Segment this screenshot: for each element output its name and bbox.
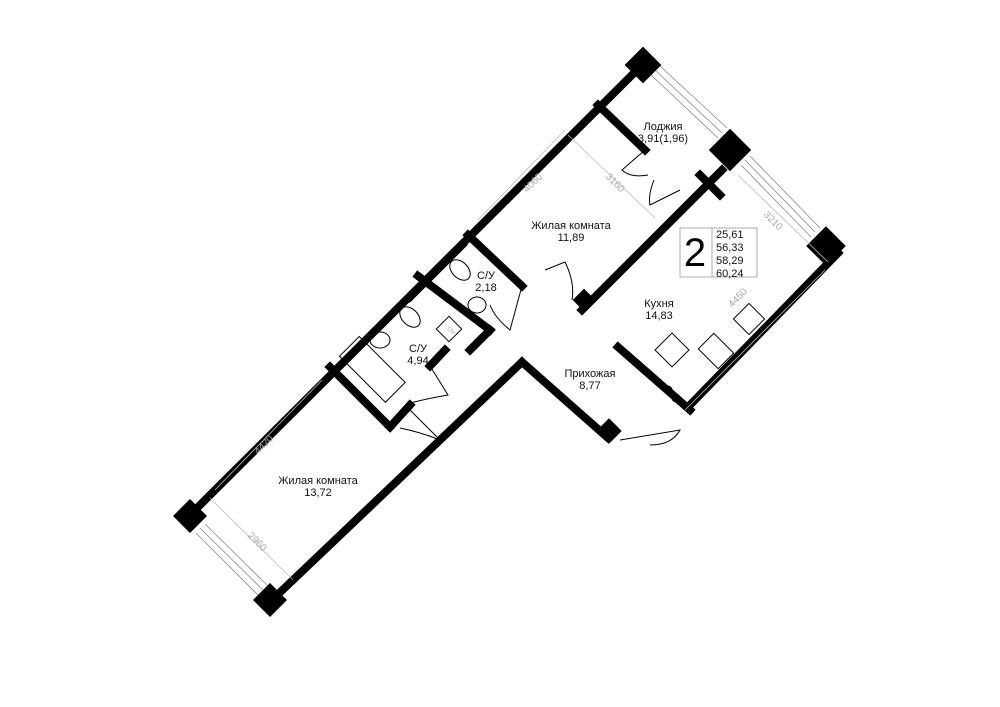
sink-bowl-icon [671,393,681,403]
area-value: 25,61 [716,229,744,241]
walls [173,46,846,617]
rooms-count: 2 [684,231,706,275]
room-name-living-2: Жилая комната [278,475,358,487]
room-area-bathroom-2: 4,94 [407,355,428,367]
area-value: 58,29 [716,255,744,267]
room-area-kitchen: 14,83 [645,310,673,322]
toilet-icon [449,259,471,281]
washer-label: СМ [445,326,456,337]
room-name-bathroom-1: С/У [477,270,496,282]
dimension-label: 4060 [521,171,545,195]
fixtures: СМ [338,259,766,403]
room-area-living-1: 11,89 [558,232,585,244]
sink-bowl-icon [663,385,673,395]
room-name-bathroom-2: С/У [409,343,428,355]
room-labels: Лоджия 3,91(1,96) Жилая комната 11,89 С/… [278,121,688,499]
room-area-loggia: 3,91(1,96) [638,133,688,145]
dimension-label: 3210 [761,209,785,233]
oven-icon [697,332,735,370]
area-value: 60,24 [716,268,744,280]
room-area-bathroom-1: 2,18 [475,282,496,294]
room-name-hallway: Прихожая [565,368,616,380]
stove-icon [654,332,690,368]
washing-machine-icon [435,315,463,343]
area-value: 56,33 [716,242,744,254]
dimension-lines [209,129,829,581]
doors [399,149,681,446]
toilet-icon [399,306,421,328]
windows [195,65,821,598]
dimension-label: 2960 [245,530,269,554]
sink-icon [369,331,391,349]
apartment-info-box: 2 25,61 56,33 58,29 60,24 [679,227,758,280]
room-name-living-1: Жилая комната [531,220,611,232]
room-name-kitchen: Кухня [644,298,673,310]
fridge-icon [732,302,766,336]
bathtub-icon [338,335,406,403]
sink-icon [467,296,487,314]
room-name-loggia: Лоджия [644,121,683,133]
room-area-living-2: 13,72 [304,487,332,499]
room-area-hallway: 8,77 [579,380,600,392]
dimension-label: 3160 [603,171,627,195]
